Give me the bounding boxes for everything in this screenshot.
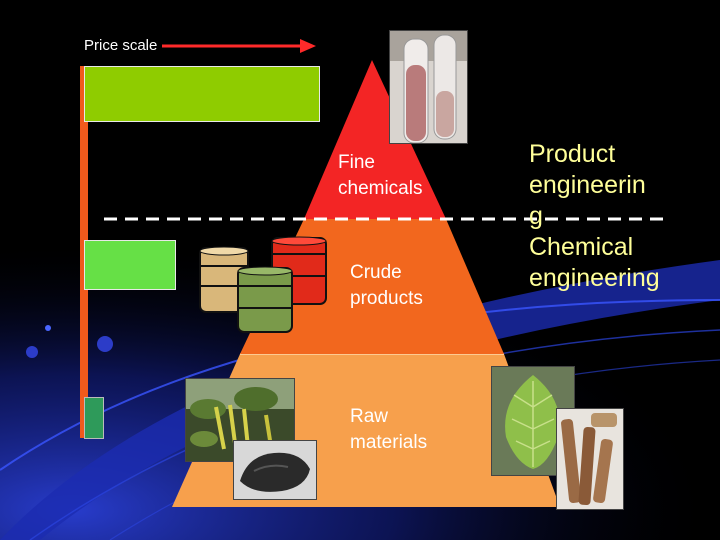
plant-flowers-image bbox=[185, 378, 295, 462]
chemical-barrels-image bbox=[199, 236, 327, 333]
price-bar-raw-materials bbox=[84, 397, 104, 439]
tier-label-raw-materials: Raw materials bbox=[350, 406, 428, 453]
test-tubes-image bbox=[389, 30, 468, 144]
price-bar-fine-chemicals bbox=[84, 66, 320, 122]
tier-label-crude-products: Crude products bbox=[350, 262, 423, 309]
swoosh-dot bbox=[26, 346, 38, 358]
dark-stone-image bbox=[233, 440, 317, 500]
tier-label-fine-chemicals: Fine chemicals bbox=[338, 152, 423, 199]
swoosh-dot bbox=[45, 325, 51, 331]
engineering-labels: Product engineerin g Chemical engineerin… bbox=[529, 139, 660, 294]
cinnamon-bark-image bbox=[556, 408, 624, 510]
barrel-tan bbox=[199, 246, 249, 313]
barrel-green bbox=[237, 266, 293, 333]
price-scale-label: Price scale bbox=[84, 37, 158, 54]
chemical-engineering-label: Chemical engineering bbox=[529, 233, 660, 292]
swoosh-dot bbox=[97, 336, 113, 352]
price-scale-arrow bbox=[162, 39, 316, 53]
price-bar-crude-products bbox=[84, 240, 176, 290]
pyramid-tier-fine bbox=[304, 60, 446, 219]
product-engineering-label: Product engineerin g bbox=[529, 140, 646, 230]
